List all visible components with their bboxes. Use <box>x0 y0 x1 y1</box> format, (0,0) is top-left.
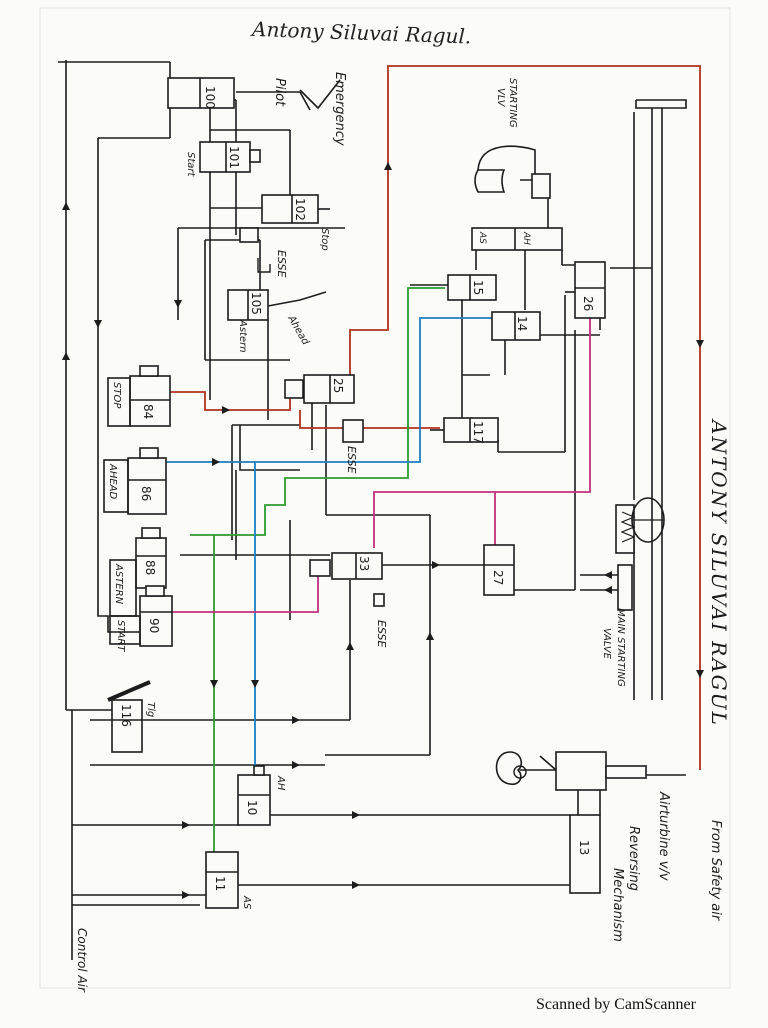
label-stop-84: STOP <box>111 382 122 409</box>
red-air-line <box>170 65 701 770</box>
label-pilot: Pilot <box>272 78 287 107</box>
label-90: 90 <box>147 618 161 633</box>
label-117: 117 <box>471 421 485 444</box>
components <box>103 77 647 909</box>
starting-valve-icon <box>474 169 506 193</box>
label-starting: STARTING <box>507 78 518 128</box>
component-25-box <box>303 374 355 404</box>
scanner-watermark: Scanned by CamScanner <box>536 996 696 1013</box>
as-ah-block <box>471 227 563 251</box>
label-esse-3: ESSE <box>375 620 388 648</box>
spring-icon <box>620 511 636 543</box>
component-84-box <box>129 375 171 427</box>
air-turbine-icon <box>495 751 523 786</box>
label-33: 33 <box>357 556 371 571</box>
label-26: 26 <box>581 296 595 311</box>
label-reversing: Reversing <box>626 826 641 891</box>
label-25: 25 <box>331 378 345 393</box>
label-start-90: START <box>115 620 126 652</box>
component-102-box <box>261 194 319 224</box>
main-starting-valve-box <box>617 564 633 611</box>
label-astern-105: Astern <box>237 319 248 353</box>
label-valve: VALVE <box>601 628 612 660</box>
label-116: 116 <box>119 704 133 727</box>
component-26-box <box>574 261 606 319</box>
label-13: 13 <box>577 840 591 855</box>
label-main-starting: MAIN STARTING <box>615 608 626 687</box>
label-84: 84 <box>141 404 155 419</box>
emergency-lever-icon <box>299 79 341 110</box>
component-33-box <box>331 552 383 580</box>
label-10: 10 <box>245 800 259 815</box>
component-13-box <box>569 814 601 894</box>
component-15-box <box>447 274 497 301</box>
label-15: 15 <box>471 280 485 295</box>
side-title: ANTONY SILUVAI RAGUL <box>707 418 731 727</box>
ahead-astern-lever-icon <box>267 291 327 307</box>
label-105: 105 <box>249 292 263 315</box>
esse-valve-icon <box>257 258 271 273</box>
annotations: Emergency Pilot ESSE ESSE ESSE STARTING … <box>75 72 723 993</box>
component-100-box <box>167 77 235 109</box>
telegraph-lever-icon <box>107 680 151 702</box>
label-ahead-86: AHEAD <box>107 463 118 500</box>
component-numbers: 100 101 102 105 25 15 14 26 117 84 86 88… <box>119 86 595 891</box>
paper-edge <box>39 7 731 989</box>
label-ah-10: AH <box>275 775 286 791</box>
label-101: 101 <box>227 146 241 169</box>
label-14: 14 <box>515 316 529 331</box>
label-as: AS <box>477 231 487 244</box>
label-tlg-116: Tlg <box>145 702 156 717</box>
label-airturbine: Airturbine v/v <box>656 791 671 881</box>
label-mechanism: Mechanism <box>610 868 625 942</box>
magenta-air-line <box>170 318 591 613</box>
component-116-box <box>111 699 143 753</box>
label-102: 102 <box>293 198 307 221</box>
label-ahead-105: Ahead <box>285 313 311 347</box>
label-emergency: Emergency <box>332 72 347 146</box>
airturbine-valve-box <box>555 751 607 791</box>
label-as-11: AS <box>241 895 252 910</box>
component-11-box <box>205 851 239 909</box>
label-from-safety: From Safety air <box>708 820 723 922</box>
label-100: 100 <box>203 86 217 109</box>
green-air-line <box>190 287 445 860</box>
label-vlv: VLV <box>495 88 506 108</box>
label-27: 27 <box>491 570 505 585</box>
label-control-air: Control Air <box>75 928 89 993</box>
component-14-box <box>491 311 541 341</box>
label-ah: AH <box>521 231 531 245</box>
label-astern-88: ASTERN <box>113 563 124 605</box>
header-author: Antony Siluvai Ragul. <box>250 17 472 49</box>
component-101-box <box>199 141 251 173</box>
label-11: 11 <box>213 876 227 891</box>
blue-air-line <box>165 317 500 775</box>
label-stop-102: Stop <box>319 228 330 251</box>
label-esse-1: ESSE <box>275 250 288 278</box>
label-88: 88 <box>143 560 157 575</box>
label-86: 86 <box>139 486 153 501</box>
label-start-101: Start <box>185 152 196 178</box>
component-27-box <box>483 544 515 596</box>
side-labels: Start Stop Astern Ahead STOP AHEAD ASTER… <box>107 152 330 910</box>
component-117-box <box>443 417 499 443</box>
flow-arrows <box>62 162 704 899</box>
label-esse-2: ESSE <box>345 446 358 474</box>
